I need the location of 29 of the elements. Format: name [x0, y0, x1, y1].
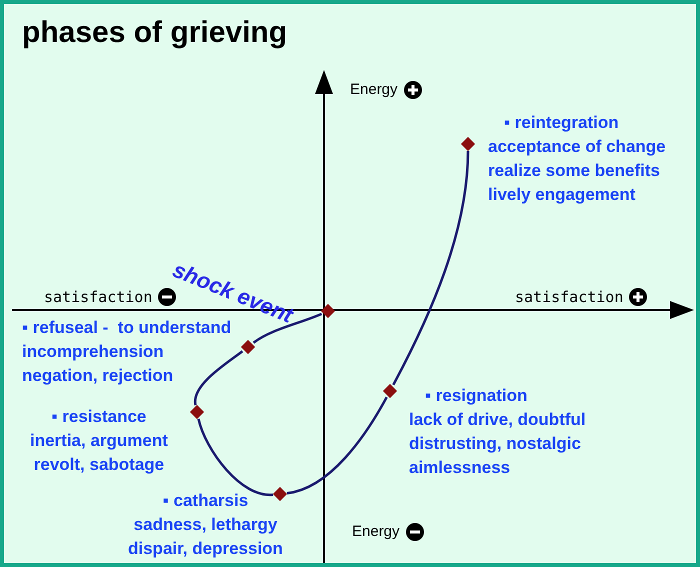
phase-description: revolt, sabotage — [34, 454, 164, 476]
phase-description: lack of drive, doubtful — [409, 409, 586, 431]
phase-heading: ▪ refuseal - to understand — [22, 317, 232, 339]
phase-description: lively engagement — [488, 184, 636, 206]
phase-description: dispair, depression — [128, 538, 283, 560]
phase-heading: ▪ reintegration — [503, 112, 619, 134]
phase-description: realize some benefits — [488, 160, 660, 182]
phase-description: distrusting, nostalgic — [409, 433, 581, 455]
curve-segment — [197, 418, 274, 496]
phase-marker — [240, 340, 256, 354]
axis-label: Energy — [352, 522, 400, 542]
curve-segment — [392, 150, 470, 386]
curve-segment — [194, 350, 244, 406]
phase-description: aimlessness — [409, 457, 510, 479]
phase-description: acceptance of change — [488, 136, 666, 158]
axis-label: Energy — [350, 80, 398, 100]
phase-heading: ▪ resistance — [52, 406, 146, 428]
phase-heading: ▪ catharsis — [162, 490, 248, 512]
phase-description: incomprehension — [22, 341, 164, 363]
phase-description: negation, rejection — [22, 365, 174, 387]
phase-description: inertia, argument — [30, 430, 168, 452]
phase-heading: ▪ resignation — [424, 385, 528, 407]
phase-marker — [382, 384, 398, 398]
diagram-title: phases of grieving — [22, 18, 288, 48]
axis-label: satisfaction — [515, 287, 624, 308]
axis-label: satisfaction — [44, 287, 152, 308]
curve-segment — [252, 312, 322, 344]
phase-description: sadness, lethargy — [134, 514, 278, 536]
curve-segment — [286, 396, 388, 494]
